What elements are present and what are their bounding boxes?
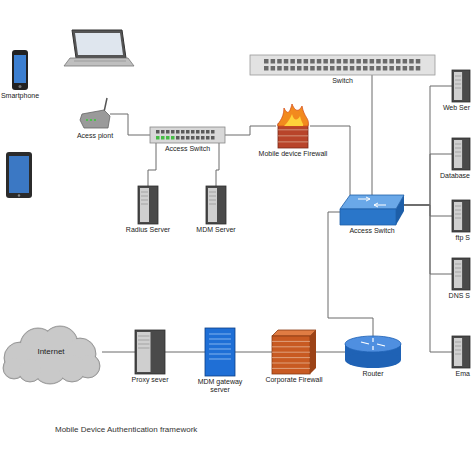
node-label: Switch [332, 77, 353, 85]
server-icon: Proxy sever [135, 330, 165, 374]
switch-icon [150, 127, 225, 143]
firewall-icon [278, 104, 309, 148]
router-icon [345, 336, 401, 368]
node-label: Radius Server [126, 226, 170, 234]
node-label: Access Switch [165, 145, 210, 153]
node-label: Access Switch [349, 227, 394, 235]
server-icon: Radius Server [138, 186, 158, 224]
server-icon [206, 186, 226, 224]
server-icon [138, 186, 158, 224]
node-label: MDM gateway server [194, 378, 246, 394]
network-link [216, 143, 219, 186]
server-icon: Database [452, 138, 470, 170]
network-link [372, 75, 373, 195]
server-icon [452, 200, 470, 232]
cloud-shape: Internet [0, 320, 102, 384]
server-icon: MDM Server [206, 186, 226, 224]
node-label: MDM Server [196, 226, 235, 234]
switch-icon [250, 55, 435, 75]
switch-icon: Access Switch [340, 195, 404, 225]
firewall-icon: Mobile device Firewall [276, 104, 310, 148]
network-link [316, 352, 345, 353]
figure-caption: Mobile Device Authentication framework [55, 425, 197, 434]
network-link [165, 352, 205, 353]
node-label: Ema [456, 370, 470, 378]
node-label: Web Ser [443, 104, 470, 112]
smartphone-icon [12, 50, 28, 90]
server-icon: MDM gateway server [205, 328, 235, 376]
firewall-icon [276, 104, 310, 148]
server-icon [205, 328, 235, 376]
server-icon [205, 328, 235, 376]
node-label: Smartphone [1, 92, 39, 100]
switch-icon [150, 127, 225, 143]
node-label: Router [362, 370, 383, 378]
server-icon [452, 258, 470, 290]
access-point-icon: Acess piont [80, 98, 110, 130]
node-label: Mobile device Firewall [259, 150, 328, 158]
switch-icon: Switch [250, 55, 435, 75]
network-link [235, 352, 272, 353]
smartphone-icon [10, 50, 30, 90]
server-icon: DNS S [452, 258, 470, 290]
network-link [404, 86, 452, 205]
server-icon [452, 336, 470, 368]
cloud-shape [3, 326, 100, 384]
switch-icon [340, 195, 404, 225]
firewall-icon: Corporate Firewall [272, 330, 316, 374]
server-icon [452, 138, 470, 170]
network-link [404, 205, 452, 274]
firewall-icon [272, 330, 316, 374]
router-icon [345, 336, 401, 368]
network-link [404, 205, 452, 216]
network-link [310, 126, 350, 195]
node-label: ftp S [456, 234, 470, 242]
network-link [110, 114, 150, 135]
firewall-icon [272, 330, 316, 374]
access-point-icon [80, 98, 110, 130]
access-point-icon [80, 98, 110, 128]
switch-icon [250, 55, 435, 75]
server-icon: Ema [452, 336, 470, 368]
network-link [404, 154, 452, 205]
node-label: Proxy sever [132, 376, 169, 384]
server-icon [452, 70, 470, 102]
server-icon [452, 70, 470, 102]
network-link [102, 352, 135, 353]
tablet-illustration [6, 152, 32, 198]
server-icon: Web Ser [452, 70, 470, 102]
server-icon [452, 258, 470, 290]
node-label: Database [440, 172, 470, 180]
router-icon: Router [345, 336, 401, 368]
server-icon: ftp S [452, 200, 470, 232]
node-label: DNS S [449, 292, 470, 300]
network-link [404, 205, 452, 352]
network-link [225, 126, 276, 135]
switch-icon: Access Switch [150, 127, 225, 143]
node-label: Corporate Firewall [265, 376, 322, 384]
server-icon [452, 138, 470, 170]
server-icon [452, 336, 470, 368]
server-icon [135, 330, 165, 374]
switch-icon [340, 195, 404, 225]
smartphone-icon: Smartphone [10, 50, 30, 90]
node-label: Acess piont [77, 132, 113, 140]
laptop-illustration [64, 30, 134, 66]
server-icon [452, 200, 470, 232]
server-icon [206, 186, 226, 224]
network-link [148, 143, 156, 186]
server-icon [138, 186, 158, 224]
node-label: Internet [37, 348, 64, 356]
server-icon [135, 330, 165, 374]
